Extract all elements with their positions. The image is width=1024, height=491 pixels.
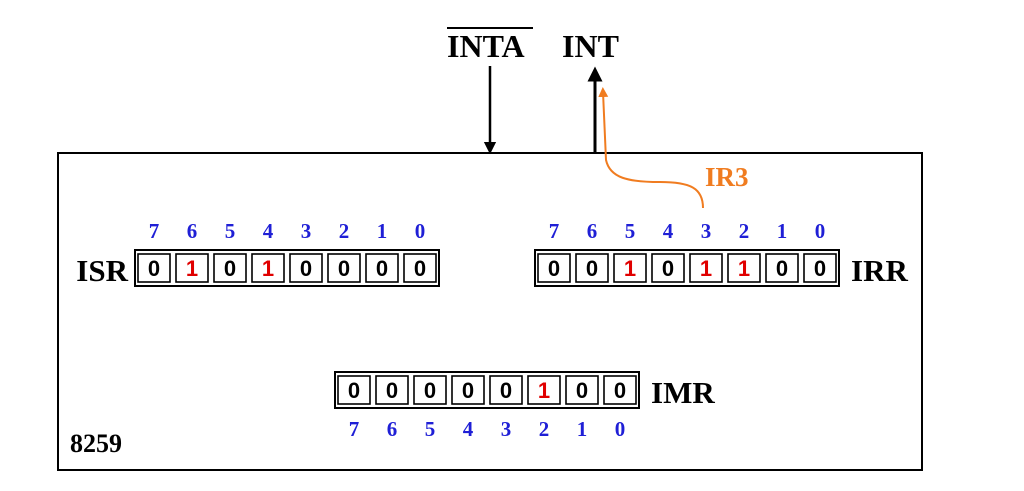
irr-bit-cell <box>727 253 761 283</box>
isr-bit-value: 0 <box>224 256 236 281</box>
imr-bit-cell <box>375 375 409 405</box>
irr-bit-value: 1 <box>700 256 712 281</box>
isr-bit-number: 6 <box>187 219 198 243</box>
imr-bit-number: 6 <box>387 417 398 441</box>
imr-bit-value: 0 <box>576 378 588 403</box>
imr-bit-value: 0 <box>462 378 474 403</box>
isr-label: ISR <box>76 253 128 288</box>
irr-bit-number: 6 <box>587 219 598 243</box>
isr-bit-cell <box>327 253 361 283</box>
imr-bit-value: 0 <box>348 378 360 403</box>
imr-bit-number: 3 <box>501 417 512 441</box>
imr-bit-value: 0 <box>614 378 626 403</box>
irr-bit-number: 3 <box>701 219 712 243</box>
imr-bit-cell <box>603 375 637 405</box>
isr-bit-number: 0 <box>415 219 426 243</box>
isr-bit-number: 1 <box>377 219 388 243</box>
irr-bit-cell <box>803 253 837 283</box>
irr-bit-value: 0 <box>662 256 674 281</box>
irr-bit-value: 0 <box>548 256 560 281</box>
imr-bit-value: 0 <box>424 378 436 403</box>
isr-bit-cell <box>251 253 285 283</box>
isr-bit-value: 0 <box>148 256 160 281</box>
imr-bit-number: 7 <box>349 417 360 441</box>
irr-bit-value: 0 <box>776 256 788 281</box>
isr-bit-value: 1 <box>186 256 198 281</box>
int-label: INT <box>562 28 619 64</box>
isr-bit-number: 5 <box>225 219 236 243</box>
isr-bit-value: 0 <box>338 256 350 281</box>
imr-label: IMR <box>651 375 715 410</box>
isr-bit-value: 0 <box>300 256 312 281</box>
isr-bit-cell <box>365 253 399 283</box>
isr-bit-cell <box>175 253 209 283</box>
imr-frame <box>334 371 640 409</box>
irr-bit-cell <box>689 253 723 283</box>
isr-bit-value: 0 <box>414 256 426 281</box>
imr-bit-number: 1 <box>577 417 588 441</box>
imr-bit-value: 0 <box>386 378 398 403</box>
irr-bit-number: 1 <box>777 219 788 243</box>
irr-bit-cell <box>575 253 609 283</box>
chip-outline <box>57 152 923 471</box>
irr-bit-cell <box>537 253 571 283</box>
inta-label: INTA <box>447 28 525 64</box>
irr-bit-value: 0 <box>586 256 598 281</box>
imr-bit-cell <box>565 375 599 405</box>
irr-bit-value: 0 <box>814 256 826 281</box>
irr-bit-value: 1 <box>624 256 636 281</box>
isr-bit-cell <box>289 253 323 283</box>
irr-bit-cell <box>765 253 799 283</box>
imr-bit-value: 1 <box>538 378 550 403</box>
imr-bit-cell <box>413 375 447 405</box>
imr-bit-value: 0 <box>500 378 512 403</box>
imr-bit-number: 2 <box>539 417 550 441</box>
isr-bit-value: 0 <box>376 256 388 281</box>
irr-bit-cell <box>613 253 647 283</box>
isr-bit-cell <box>137 253 171 283</box>
ir3-signal-path <box>598 87 704 209</box>
imr-bit-number: 5 <box>425 417 436 441</box>
imr-bit-cell <box>337 375 371 405</box>
irr-frame <box>534 249 840 287</box>
isr-bit-value: 1 <box>262 256 274 281</box>
irr-bit-number: 5 <box>625 219 636 243</box>
irr-bit-number: 7 <box>549 219 560 243</box>
irr-bit-number: 2 <box>739 219 750 243</box>
imr-register: 0 7 0 6 0 5 0 4 0 3 1 2 0 1 0 0 IMR <box>334 371 715 441</box>
imr-bit-number: 4 <box>463 417 474 441</box>
chip-label: 8259 <box>70 429 122 458</box>
imr-bit-number: 0 <box>615 417 626 441</box>
irr-label: IRR <box>851 253 908 288</box>
isr-bit-cell <box>403 253 437 283</box>
ir3-label: IR3 <box>705 162 749 192</box>
isr-bit-cell <box>213 253 247 283</box>
irr-bit-value: 1 <box>738 256 750 281</box>
isr-bit-number: 3 <box>301 219 312 243</box>
isr-bit-number: 4 <box>263 219 274 243</box>
imr-bit-cell <box>527 375 561 405</box>
irr-bit-number: 0 <box>815 219 826 243</box>
irr-bit-number: 4 <box>663 219 674 243</box>
imr-bit-cell <box>451 375 485 405</box>
isr-bit-number: 7 <box>149 219 160 243</box>
irr-bit-cell <box>651 253 685 283</box>
isr-bit-number: 2 <box>339 219 350 243</box>
imr-bit-cell <box>489 375 523 405</box>
isr-frame <box>134 249 440 287</box>
